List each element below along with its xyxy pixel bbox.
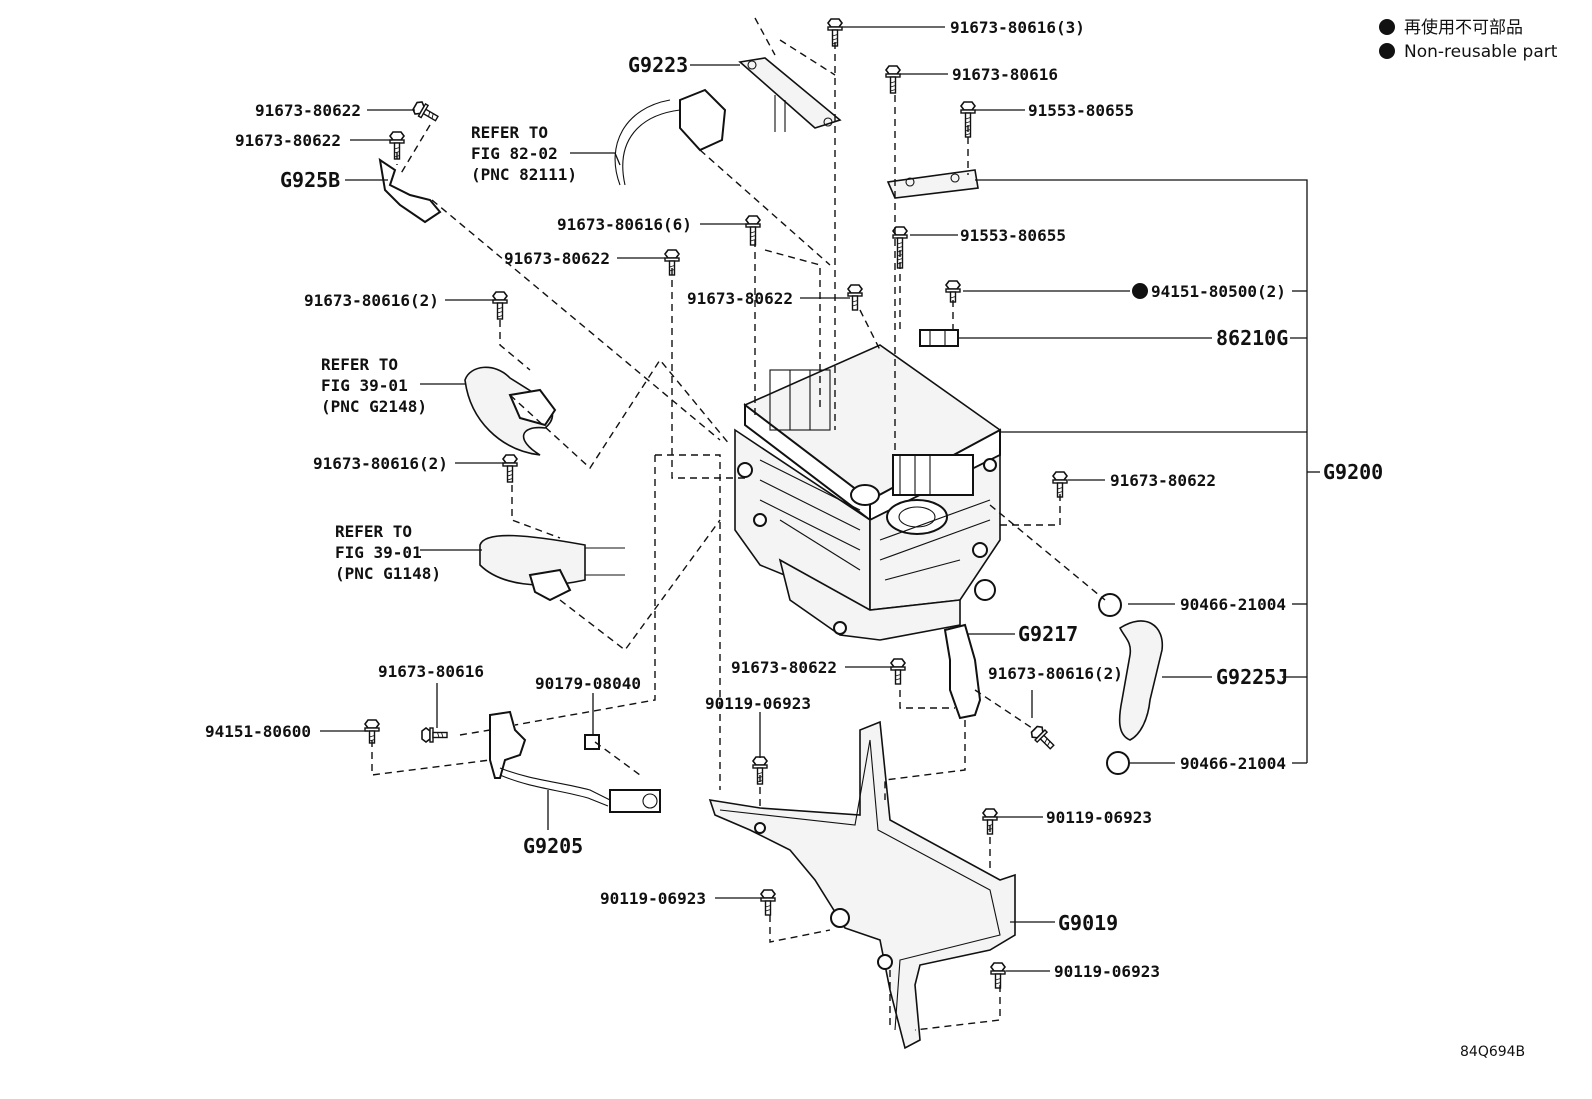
refer-note-line: FIG 39-01 [335,543,422,562]
part-label-g9200: G9200 [1323,460,1383,484]
hex-bolt-icon [502,454,518,483]
part-label-91673-80622: 91673-80622 [235,131,341,150]
part-label-g9225j: G9225J [1216,665,1288,689]
part-label-90466-21004: 90466-21004 [1180,754,1286,773]
legend-en-text: Non-reusable part [1404,42,1558,62]
hex-bolt-icon [412,101,439,122]
part-label-91673-80616-2: 91673-80616(2) [313,454,448,473]
refer-note-line: REFER TO [321,355,398,374]
refer-note-line: (PNC 82111) [471,165,577,184]
hex-bolt-icon [847,284,863,311]
part-label-90466-21004: 90466-21004 [1180,595,1286,614]
refer-note-line: (PNC G1148) [335,564,441,583]
hex-bolt-icon [421,727,448,743]
hex-bolt-icon [389,131,405,160]
refer-note-line: (PNC G2148) [321,397,427,416]
non-reusable-dot-icon [1132,283,1148,299]
part-label-g9217: G9217 [1018,622,1078,646]
connector-86210g-drawing [919,329,959,347]
g9205-harness-drawing [489,710,661,813]
part-label-g925b: G925B [280,168,340,192]
part-label-91673-80616-2: 91673-80616(2) [988,664,1123,683]
hose-g2148-drawing [464,366,557,456]
part-label-90119-06923: 90119-06923 [600,889,706,908]
g925b-bracket-drawing [378,157,442,224]
dashed-alignment-lines [371,17,1106,1031]
cable-connector-drawing [614,88,727,186]
part-label-91673-80616-2: 91673-80616(2) [304,291,439,310]
part-label-g9205: G9205 [523,834,583,858]
part-label-g9019: G9019 [1058,911,1118,935]
figure-id: 84Q694B [1460,1044,1525,1060]
part-label-91673-80622: 91673-80622 [687,289,793,308]
hose-g1148-drawing [479,534,625,602]
g9225j-hose-drawing [1098,593,1163,775]
hex-bolt-icon [945,280,961,303]
part-label-90119-06923: 90119-06923 [705,694,811,713]
part-label-91673-80622: 91673-80622 [255,101,361,120]
part-label-91673-80616-3: 91673-80616(3) [950,18,1085,37]
part-label-86210g: 86210G [1216,326,1288,350]
inverter-assembly-drawing [734,344,1002,641]
part-label-91673-80622: 91673-80622 [731,658,837,677]
non-reusable-dot-icon [1379,43,1395,59]
legend: 再使用不可部品 Non-reusable part [1379,17,1558,62]
part-label-91673-80616: 91673-80616 [378,662,484,681]
refer-note-line: REFER TO [471,123,548,142]
cover-plate-drawing [886,169,979,199]
refer-note-line: REFER TO [335,522,412,541]
part-label-94151-80500-2: 94151-80500(2) [1151,282,1286,301]
hex-bolt-icon [492,291,508,320]
hex-bolt-icon [1030,725,1055,750]
g9223-bracket-drawing [738,57,842,132]
part-label-91553-80655: 91553-80655 [1028,101,1134,120]
hex-bolt-icon [990,962,1006,989]
hex-bolt-icon [885,65,901,94]
part-label-91673-80622: 91673-80622 [504,249,610,268]
part-label-91673-80616: 91673-80616 [952,65,1058,84]
part-label-90119-06923: 90119-06923 [1046,808,1152,827]
hex-bolt-icon [827,18,843,47]
refer-note-line: FIG 82-02 [471,144,558,163]
refer-note-line: FIG 39-01 [321,376,408,395]
part-label-91673-80622: 91673-80622 [1110,471,1216,490]
part-label-91553-80655: 91553-80655 [960,226,1066,245]
part-label-g9223: G9223 [628,53,688,77]
hex-bolt-icon [890,658,906,685]
part-label-91673-80616-6: 91673-80616(6) [557,215,692,234]
g9217-bracket-drawing [943,623,982,720]
part-labels: 91673-80616(3) G9223 91673-80616 91553-8… [205,18,1383,981]
hex-bolt-icon [745,215,761,246]
hex-bolt-icon [1052,471,1068,498]
part-label-90119-06923: 90119-06923 [1054,962,1160,981]
bolts-group [364,18,1068,989]
part-label-94151-80600: 94151-80600 [205,722,311,741]
leader-lines [320,26,1320,972]
legend-jp-text: 再使用不可部品 [1404,17,1523,38]
hex-bolt-icon [364,719,380,744]
part-label-90179-08040: 90179-08040 [535,674,641,693]
non-reusable-dot-icon [1379,19,1395,35]
hex-bolt-icon [760,889,776,916]
g9019-frame-drawing [708,720,1016,1050]
